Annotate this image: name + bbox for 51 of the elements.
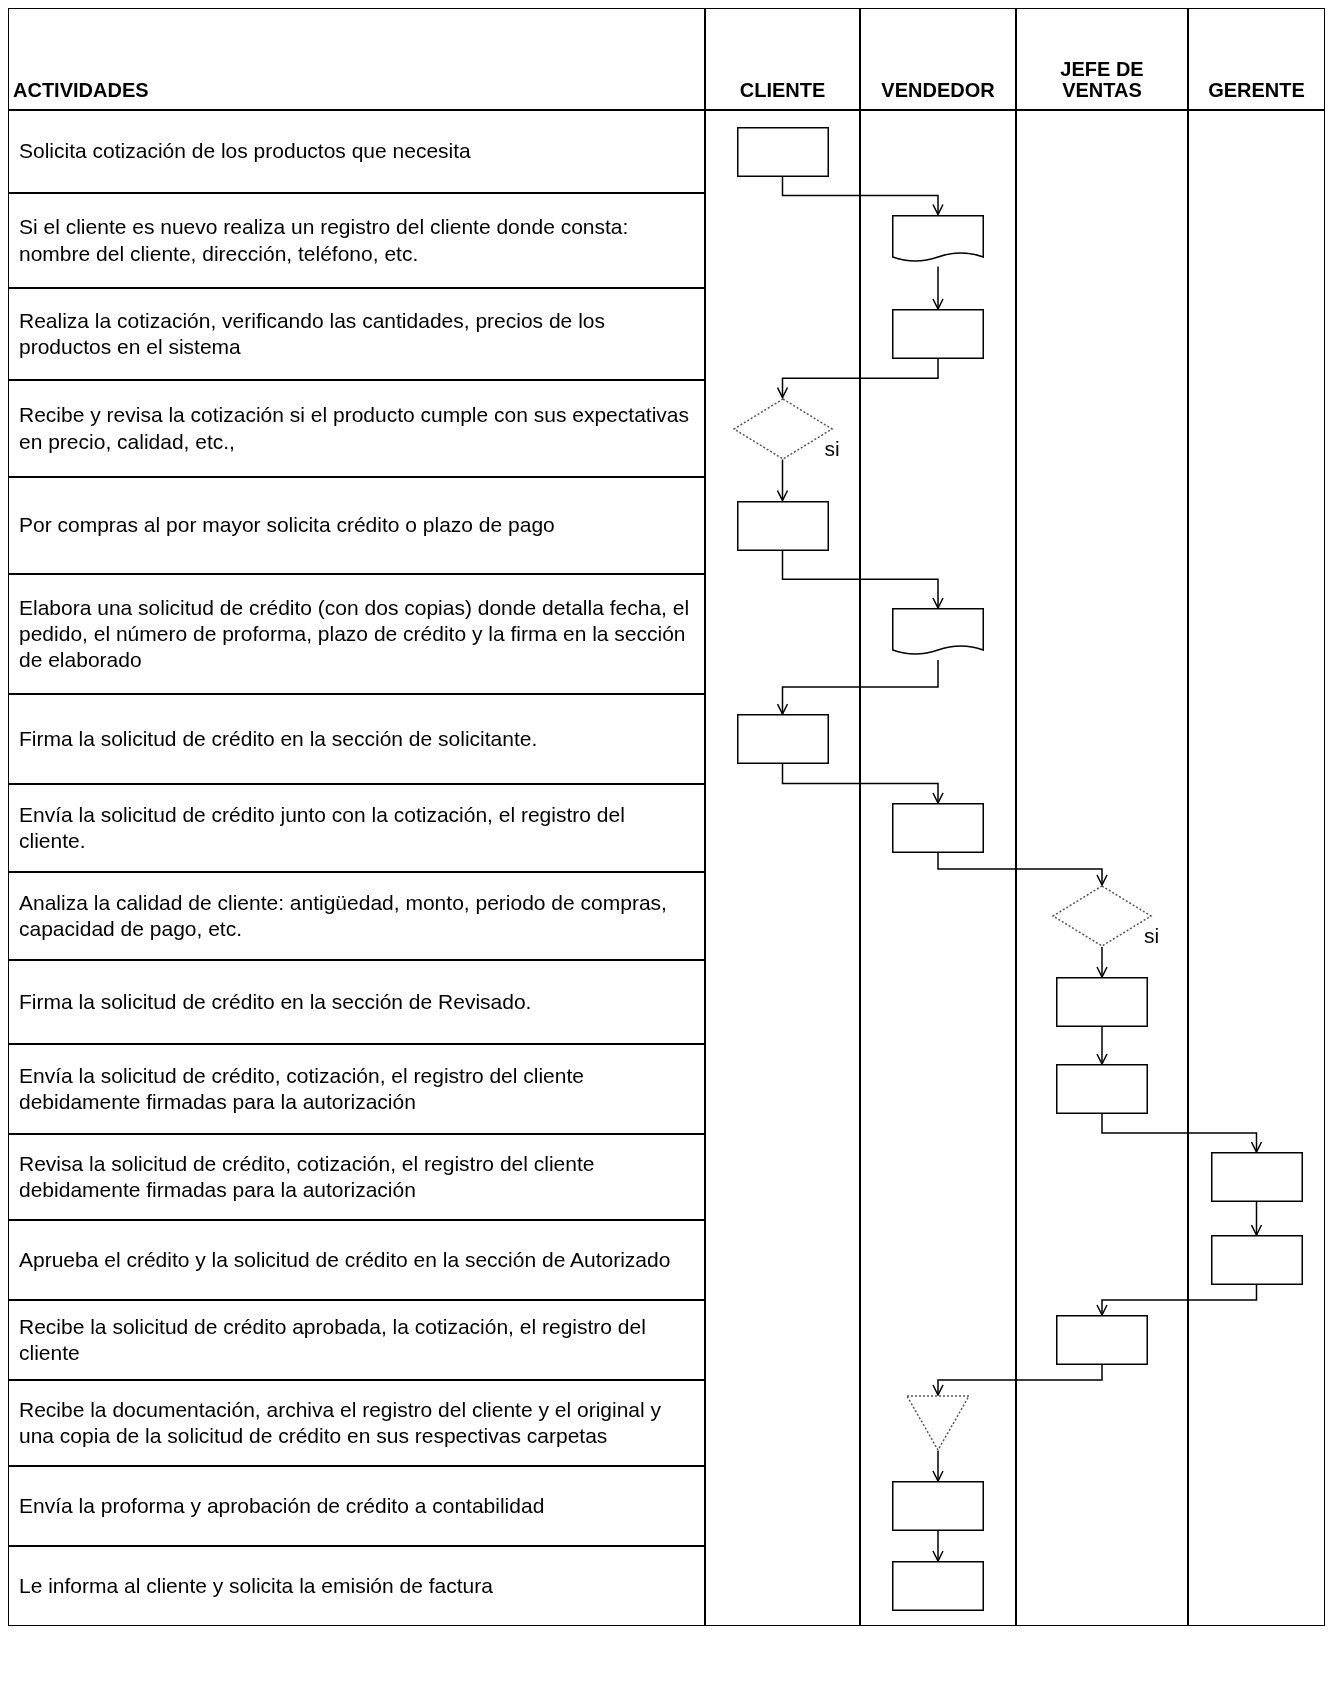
activity-text: Firma la solicitud de crédito en la sección de solicitante. — [8, 694, 705, 784]
arrow — [932, 1364, 1103, 1396]
archive-triangle — [906, 1395, 970, 1451]
arrow — [781, 549, 944, 609]
process-box — [1210, 1152, 1303, 1202]
activity-text: Elabora una solicitud de crédito (con dos copias) donde detalla fecha, el pedido, el número de proforma, plazo de crédito y la firma en la sección de elaborado — [8, 574, 705, 694]
activity-text: Aprueba el crédito y la solicitud de crédito en la sección de Autorizado — [8, 1220, 705, 1300]
process-box — [892, 1481, 984, 1531]
activity-text: Realiza la cotización, verificando las cantidades, precios de los productos en el sistema — [8, 288, 705, 380]
activity-text: Envía la solicitud de crédito, cotización, el registro del cliente debidamente firmadas para la autorización — [8, 1044, 705, 1134]
arrow — [937, 852, 1108, 886]
process-box — [736, 714, 829, 764]
arrow — [1096, 1284, 1258, 1316]
arrow — [1096, 946, 1108, 978]
column-header: GERENTE — [1188, 8, 1325, 110]
activity-text: Le informa al cliente y solicita la emisión de factura — [8, 1546, 705, 1626]
arrow — [781, 763, 944, 804]
process-box — [736, 126, 829, 177]
arrow — [932, 265, 944, 310]
activity-text: Envía la proforma y aprobación de crédito a contabilidad — [8, 1466, 705, 1546]
activity-text: Recibe la solicitud de crédito aprobada, la cotización, el registro del cliente — [8, 1300, 705, 1380]
activity-text: Recibe la documentación, archiva el registro del cliente y el original y una copia de la solicitud de crédito en sus respectivas carpetas — [8, 1380, 705, 1466]
process-box — [892, 1561, 984, 1611]
process-box — [1210, 1235, 1303, 1285]
arrow — [781, 175, 944, 216]
process-box — [736, 500, 829, 551]
arrow — [932, 1530, 944, 1562]
activity-text: Solicita cotización de los productos que necesita — [8, 110, 705, 193]
process-box — [1056, 1064, 1148, 1114]
arrow — [776, 358, 939, 399]
process-box — [892, 803, 984, 853]
activity-text: Firma la solicitud de crédito en la sección de Revisado. — [8, 960, 705, 1044]
activity-text: Analiza la calidad de cliente: antigüedad, monto, periodo de compras, capacidad de pago, etc. — [8, 872, 705, 960]
arrow — [776, 659, 939, 715]
process-box — [1056, 977, 1148, 1027]
arrow — [932, 1450, 944, 1482]
arrow — [1096, 1026, 1108, 1065]
process-box — [892, 309, 984, 359]
column-header: ACTIVIDADES — [8, 8, 705, 110]
activity-text: Revisa la solicitud de crédito, cotización, el registro del cliente debidamente firmadas para la autorización — [8, 1134, 705, 1220]
activity-text: Recibe y revisa la cotización si el producto cumple con sus expectativas en precio, calidad, etc., — [8, 380, 705, 477]
activity-text: Si el cliente es nuevo realiza un registro del cliente donde consta: nombre del cliente, dirección, teléfono, etc. — [8, 193, 705, 288]
process-box — [1056, 1315, 1148, 1365]
arrow — [776, 458, 789, 502]
column-header: JEFE DE VENTAS — [1016, 8, 1188, 110]
arrow — [1250, 1201, 1263, 1236]
activity-text: Envía la solicitud de crédito junto con la cotización, el registro del cliente. — [8, 784, 705, 872]
column-header: VENDEDOR — [860, 8, 1016, 110]
column-header: CLIENTE — [705, 8, 860, 110]
activity-text: Por compras al por mayor solicita crédito o plazo de pago — [8, 477, 705, 574]
arrow — [1101, 1113, 1263, 1153]
